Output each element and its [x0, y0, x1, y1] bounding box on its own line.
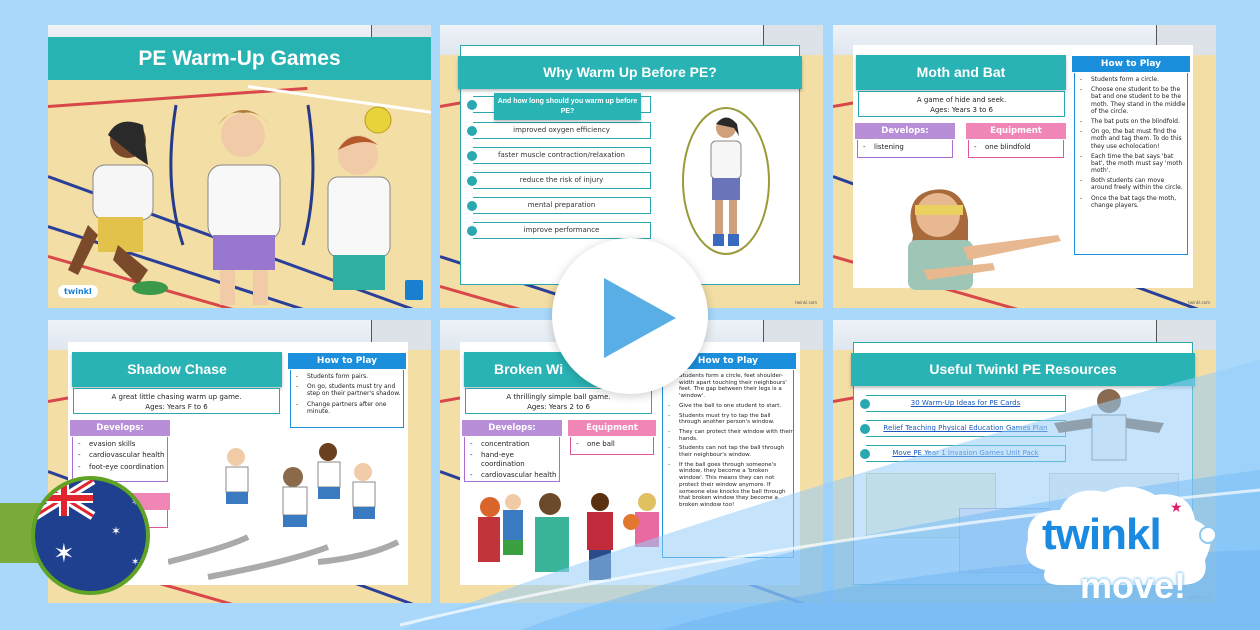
play-icon [604, 278, 676, 358]
blindfolded-girl-illustration [908, 189, 1061, 290]
twinkl-logo: twinkl [58, 285, 98, 298]
slide-title: Why Warm Up Before PE? [458, 56, 802, 89]
resource-link[interactable]: Move PE Year 1 Invasion Games Unit Pack [860, 445, 1066, 462]
slide-title: Useful Twinkl PE Resources [851, 353, 1195, 386]
equipment-header: Equipment [568, 420, 656, 436]
develops-list: concentration hand-eye coordination card… [464, 437, 560, 482]
slide-title: Shadow Chase [72, 352, 282, 387]
play-button[interactable] [552, 238, 708, 394]
list-item: improve performance [467, 222, 651, 239]
svg-text:★: ★ [1170, 500, 1183, 516]
children-running-illustration [168, 443, 400, 580]
develops-header: Develops: [855, 123, 955, 139]
logo-move-text: move! [1080, 565, 1187, 606]
logo-twinkl-text: twinkl [1042, 510, 1162, 559]
slide-title: PE Warm-Up Games [48, 37, 431, 80]
twinkl-move-logo: ★ twinkl move! [1020, 480, 1220, 610]
resource-link[interactable]: 30 Warm-Up Ideas for PE Cards [860, 395, 1066, 412]
slide-moth-and-bat[interactable]: Moth and Bat A game of hide and seek. Ag… [833, 25, 1216, 308]
how-to-play-list: Students form a circle, feet shoulder-wi… [662, 370, 794, 558]
resource-link[interactable]: Relief Teaching Physical Education Games… [860, 420, 1066, 437]
list-item: reduce the risk of injury [467, 172, 651, 189]
how-to-play-list: Students form a circle. Choose one stude… [1074, 73, 1188, 255]
children-circle-illustration [478, 493, 659, 580]
game-description: A game of hide and seek. Ages: Years 3 t… [858, 91, 1065, 117]
game-description: A great little chasing warm up game. Age… [73, 388, 280, 414]
stretching-boy-illustration [1054, 389, 1164, 461]
svg-text:✶: ✶ [131, 557, 139, 568]
how-to-play-header: How to Play [288, 353, 406, 369]
slide-title: Moth and Bat [856, 55, 1066, 90]
list-item: improved oxygen efficiency [467, 122, 651, 139]
list-item: mental preparation [467, 197, 651, 214]
children-illustration [68, 104, 392, 305]
flag-graphic: ✶ ✶ ✶ ✶ [35, 480, 139, 569]
footer-url: twinkl.com [1188, 300, 1210, 305]
quality-badge-icon [405, 280, 423, 300]
equipment-list: one blindfold [968, 140, 1064, 158]
svg-text:✶: ✶ [131, 497, 139, 508]
develops-header: Develops: [70, 420, 170, 436]
equipment-header: Equipment [966, 123, 1066, 139]
footer-url: twinkl.com [795, 300, 817, 305]
slide-card: Moth and Bat A game of hide and seek. Ag… [853, 45, 1193, 290]
slide-pe-warm-up-games[interactable]: PE Warm-Up Games twinkl [48, 25, 431, 308]
skipping-girl-illustration [682, 107, 770, 255]
equipment-list: one ball [570, 437, 654, 455]
how-to-play-header: How to Play [1072, 56, 1190, 72]
how-to-play-list: Students form pairs. On go, students mus… [290, 370, 404, 428]
develops-header: Develops: [462, 420, 562, 436]
list-item: faster muscle contraction/relaxation [467, 147, 651, 164]
develops-list: listening [857, 140, 953, 158]
svg-text:✶: ✶ [53, 539, 75, 569]
develops-list: evasion skills cardiovascular health foo… [72, 437, 168, 482]
australia-flag-icon: ✶ ✶ ✶ ✶ [31, 476, 150, 595]
svg-text:✶: ✶ [111, 524, 121, 538]
slide-subtitle: And how long should you warm up before P… [494, 93, 641, 120]
